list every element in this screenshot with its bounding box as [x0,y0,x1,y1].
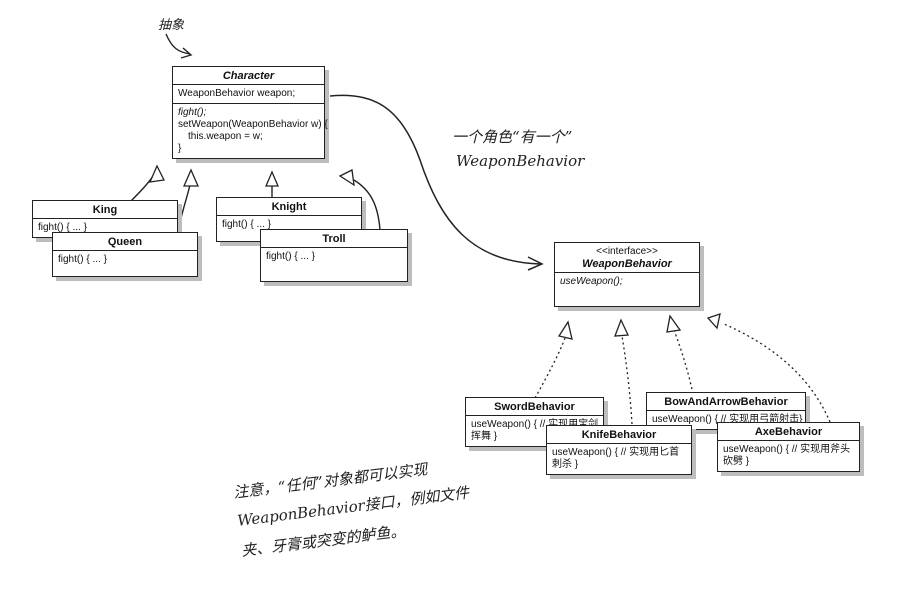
queen-class-box: Queen fight() { ... } [52,232,198,277]
sword-realize-line [534,337,566,399]
knife-behavior-class-name: KnifeBehavior [547,426,691,444]
abstract-pointer-arrow [165,33,191,55]
knife-behavior-method-line1: useWeapon() { // 实现用匕首 [552,447,680,458]
king-method-fight: fight() { ... } [38,222,87,233]
sword-behavior-method-line2: 挥舞 } [471,431,498,442]
axe-behavior-method-line1: useWeapon() { // 实现用斧头 [723,444,851,455]
knife-behavior-method-line2: 刺杀 } [552,459,579,470]
sword-realize-head [557,320,573,340]
sword-behavior-class-name: SwordBehavior [466,398,603,416]
bow-realize-line [673,329,694,395]
troll-class-box: Troll fight() { ... } [260,229,408,282]
abstract-pointer-head [180,47,193,59]
bow-behavior-methods: useWeapon() { // 实现用弓箭射击} [647,411,805,429]
character-class-box: Character WeaponBehavior weapon; fight()… [172,66,328,159]
character-method-setweapon: setWeapon(WeaponBehavior w) { [178,119,328,130]
troll-method-fight: fight() { ... } [266,251,315,262]
sword-behavior-method-line1: useWeapon() { // 实现用宝剑 [471,419,599,430]
sword-behavior-methods: useWeapon() { // 实现用宝剑 挥舞 } [466,416,603,446]
character-method-close: } [178,143,182,154]
has-a-annotation-line1: 一个角色“有一个” [452,128,573,146]
knife-realize-head [614,318,629,337]
abstract-annotation: 抽象 [158,18,185,33]
queen-methods: fight() { ... } [53,251,197,276]
queen-inherit-line [177,179,192,233]
weapon-behavior-methods: useWeapon(); [555,273,699,306]
character-methods: fight(); setWeapon(WeaponBehavior w) { t… [173,104,328,158]
weapon-behavior-name: WeaponBehavior [582,258,672,270]
axe-realize-head [706,313,721,330]
bow-realize-head [666,314,682,333]
knight-class-box: Knight fight() { ... } [216,197,362,242]
knight-methods: fight() { ... } [217,216,361,241]
troll-class-name: Troll [261,230,407,248]
king-class-name: King [33,201,177,219]
queen-method-fight: fight() { ... } [58,254,107,265]
knight-inherit-head [265,170,279,187]
bow-behavior-method-line1: useWeapon() { // 实现用弓箭射击} [652,414,803,425]
weapon-behavior-title: <<interface>> WeaponBehavior [555,243,699,273]
queen-class-name: Queen [53,233,197,251]
has-a-annotation-line2: WeaponBehavior [456,152,585,170]
character-field-weapon: WeaponBehavior weapon; [178,88,296,99]
axe-behavior-methods: useWeapon() { // 实现用斧头 砍劈 } [718,441,859,471]
troll-inherit-head [338,169,355,187]
knife-behavior-class-box: KnifeBehavior useWeapon() { // 实现用匕首 刺杀 … [546,425,692,475]
bow-behavior-class-name: BowAndArrowBehavior [647,393,805,411]
king-methods: fight() { ... } [33,219,177,237]
knight-class-name: Knight [217,198,361,216]
has-a-association-line [329,94,541,265]
character-class-name: Character [173,67,324,85]
bow-behavior-class-box: BowAndArrowBehavior useWeapon() { // 实现用… [646,392,806,430]
king-inherit-head [148,164,165,183]
has-a-association-head [527,256,544,271]
queen-inherit-head [183,168,199,187]
character-method-fight: fight(); [178,107,207,118]
weapon-behavior-method-useweapon: useWeapon(); [560,276,623,287]
knight-method-fight: fight() { ... } [222,219,271,230]
axe-realize-line [723,323,831,423]
weapon-behavior-interface-box: <<interface>> WeaponBehavior useWeapon()… [554,242,700,307]
troll-methods: fight() { ... } [261,248,407,281]
troll-inherit-line [353,179,381,231]
axe-behavior-method-line2: 砍劈 } [723,456,750,467]
knife-realize-line [621,335,633,425]
character-method-body: this.weapon = w; [188,131,263,142]
axe-behavior-class-box: AxeBehavior useWeapon() { // 实现用斧头 砍劈 } [717,422,860,472]
knife-behavior-methods: useWeapon() { // 实现用匕首 刺杀 } [547,444,691,474]
interface-stereotype: <<interface>> [596,246,658,257]
axe-behavior-class-name: AxeBehavior [718,423,859,441]
character-fields: WeaponBehavior weapon; [173,85,324,104]
